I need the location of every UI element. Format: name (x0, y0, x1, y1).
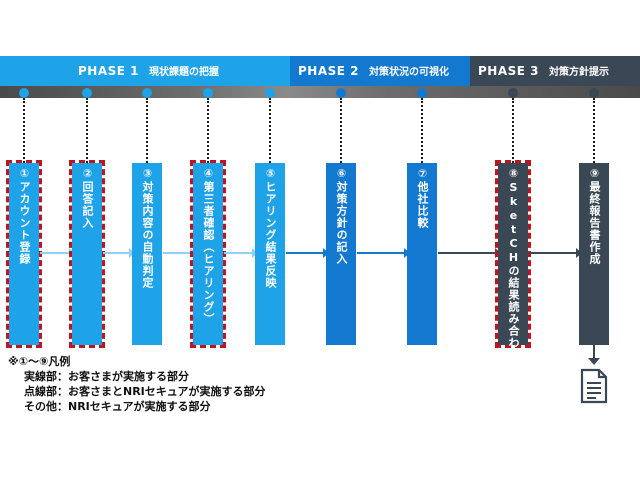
step-box: ⑧SketCHの結果読み合わせ (495, 160, 531, 361)
step-label: ⑧SketCHの結果読み合わせ (507, 167, 520, 361)
step-box: ②回答記入 (69, 160, 105, 348)
step-box: ⑨最終報告書作成 (579, 163, 609, 345)
flow-arrow (357, 252, 406, 254)
step-box: ⑤ヒアリング結果反映 (255, 163, 285, 345)
timeline-dot (203, 88, 213, 98)
timeline-dot (336, 88, 346, 98)
step-connector (207, 98, 209, 163)
step-box: ③対策内容の自動判定 (132, 163, 162, 345)
timeline-dot (265, 88, 275, 98)
step-connector (23, 98, 25, 163)
timeline-dot (508, 88, 518, 98)
step-box: ⑦他社比較 (407, 163, 437, 345)
step-label: ③対策内容の自動判定 (141, 167, 154, 289)
flow-arrow (40, 252, 71, 254)
step-connector (269, 98, 271, 163)
step-connector (421, 98, 423, 163)
step-label: ⑥対策方針の記入 (335, 167, 348, 265)
step-connector (512, 98, 514, 163)
step-box: ④第三者確認（ヒアリング） (190, 160, 226, 348)
output-arrow-head (588, 358, 600, 365)
legend-dotted: 点線部：お客さまとNRIセキュアが実施する部分 (24, 385, 266, 398)
legend: ※①～⑨凡例 実線部：お客さまが実施する部分 点線部：お客さまとNRIセキュアが… (8, 354, 266, 414)
legend-other: その他：NRIセキュアが実施する部分 (24, 400, 211, 413)
step-label: ⑤ヒアリング結果反映 (264, 167, 277, 289)
timeline-dot (589, 88, 599, 98)
flow-arrow (163, 252, 192, 254)
step-label: ⑨最終報告書作成 (588, 167, 601, 265)
step-connector (86, 98, 88, 163)
step-label: ④第三者確認（ヒアリング） (202, 167, 215, 325)
output-arrow (593, 345, 595, 361)
timeline-track (0, 86, 640, 98)
flow-arrow (529, 252, 578, 254)
step-label: ②回答記入 (81, 167, 94, 229)
timeline-dot (19, 88, 29, 98)
step-box: ①アカウント登録 (6, 160, 42, 348)
flow-arrow (224, 252, 254, 254)
timeline-dot (417, 88, 427, 98)
legend-solid: 実線部：お客さまが実施する部分 (24, 370, 189, 383)
legend-title: ※①～⑨凡例 (8, 355, 71, 368)
step-label: ⑦他社比較 (416, 167, 429, 229)
document-icon (580, 368, 608, 404)
flow-arrow (438, 252, 497, 254)
timeline-dot (142, 88, 152, 98)
step-connector (146, 98, 148, 163)
flow-arrow (286, 252, 325, 254)
flow-arrow (103, 252, 131, 254)
timeline-dot (82, 88, 92, 98)
step-box: ⑥対策方針の記入 (326, 163, 356, 345)
step-connector (593, 98, 595, 163)
step-connector (340, 98, 342, 163)
step-label: ①アカウント登録 (18, 167, 31, 265)
